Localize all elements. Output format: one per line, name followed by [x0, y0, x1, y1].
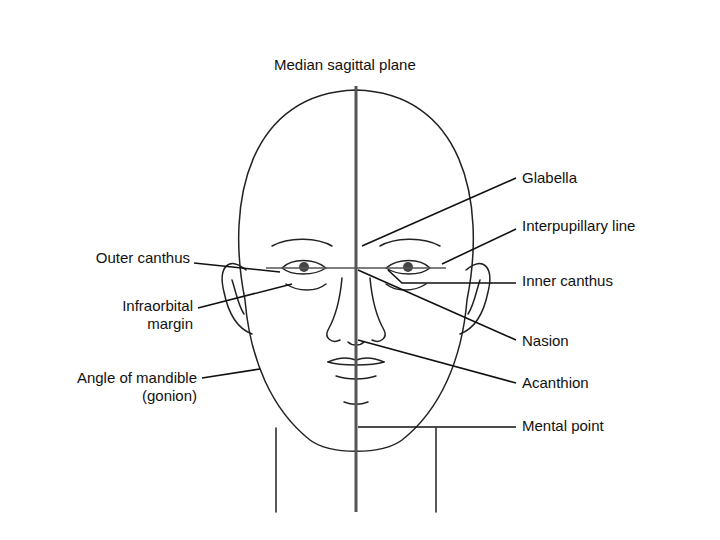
anatomy-label: Nasion — [522, 332, 712, 350]
leader-line — [362, 178, 516, 246]
anatomy-label: Mental point — [522, 417, 712, 435]
neck-right — [435, 428, 437, 512]
anatomy-label: Inner canthus — [522, 272, 712, 290]
anatomy-label: Acanthion — [522, 374, 712, 392]
anatomy-label: Interpupillary line — [522, 217, 712, 235]
leader-line — [388, 270, 516, 283]
left-pupil — [299, 262, 309, 272]
right-eyebrow — [380, 239, 440, 246]
right-pupil — [403, 262, 413, 272]
leader-line — [358, 340, 516, 383]
anatomy-label: Angle of mandible (gonion) — [51, 369, 197, 405]
median-plane-line — [355, 86, 358, 512]
neck-left — [275, 428, 277, 512]
leader-line — [442, 229, 516, 264]
interpupillary-line — [266, 267, 446, 269]
left-eyebrow — [272, 239, 332, 246]
anatomy-label: Outer canthus — [50, 249, 190, 267]
left-infraorbital — [286, 284, 326, 290]
leader-line — [202, 369, 260, 378]
right-ear — [460, 264, 490, 334]
leader-line — [194, 263, 280, 272]
anatomy-label: Infraorbital margin — [89, 297, 193, 333]
leader-lines — [194, 178, 516, 427]
nose-left — [327, 278, 342, 341]
leader-line — [198, 284, 292, 308]
leader-line — [358, 270, 516, 340]
anatomy-label: Glabella — [522, 169, 712, 187]
leader-line — [358, 426, 516, 428]
right-ear-inner — [468, 280, 480, 314]
anatomy-label: Median sagittal plane — [274, 56, 514, 74]
nose-right — [370, 278, 385, 341]
